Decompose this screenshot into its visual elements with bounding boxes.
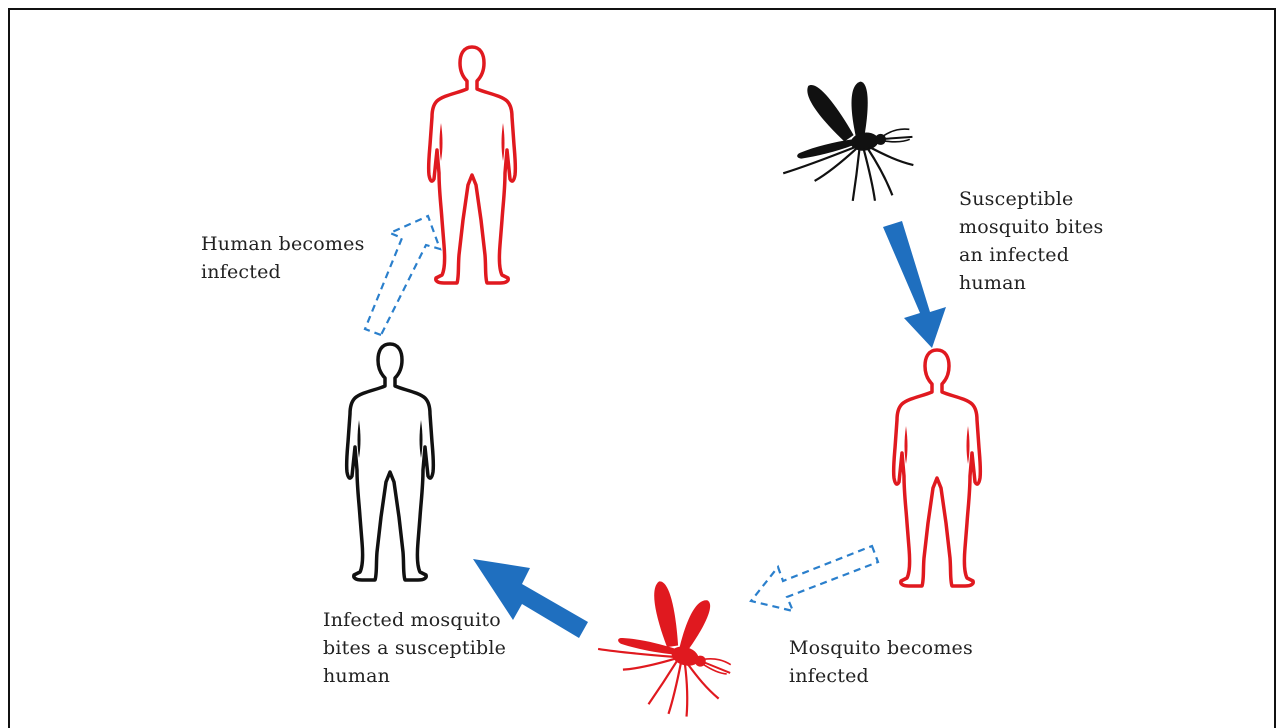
human-top-infected [429, 47, 516, 283]
arrow-mosquito-becomes-infected [751, 546, 878, 611]
label-susceptible-mosquito-bites: Susceptible mosquito bites an infected h… [959, 185, 1159, 297]
human-right-infected [894, 350, 981, 586]
label-human-becomes-infected: Human becomes infected [201, 230, 381, 286]
human-left-susceptible [347, 344, 434, 580]
label-infected-mosquito-bites: Infected mosquito bites a susceptible hu… [323, 606, 563, 690]
mosquito-infected [586, 569, 751, 722]
arrow-susceptible-mosquito-bites [883, 221, 946, 348]
label-mosquito-becomes-infected: Mosquito becomes infected [789, 634, 1029, 690]
mosquito-susceptible [772, 72, 921, 213]
